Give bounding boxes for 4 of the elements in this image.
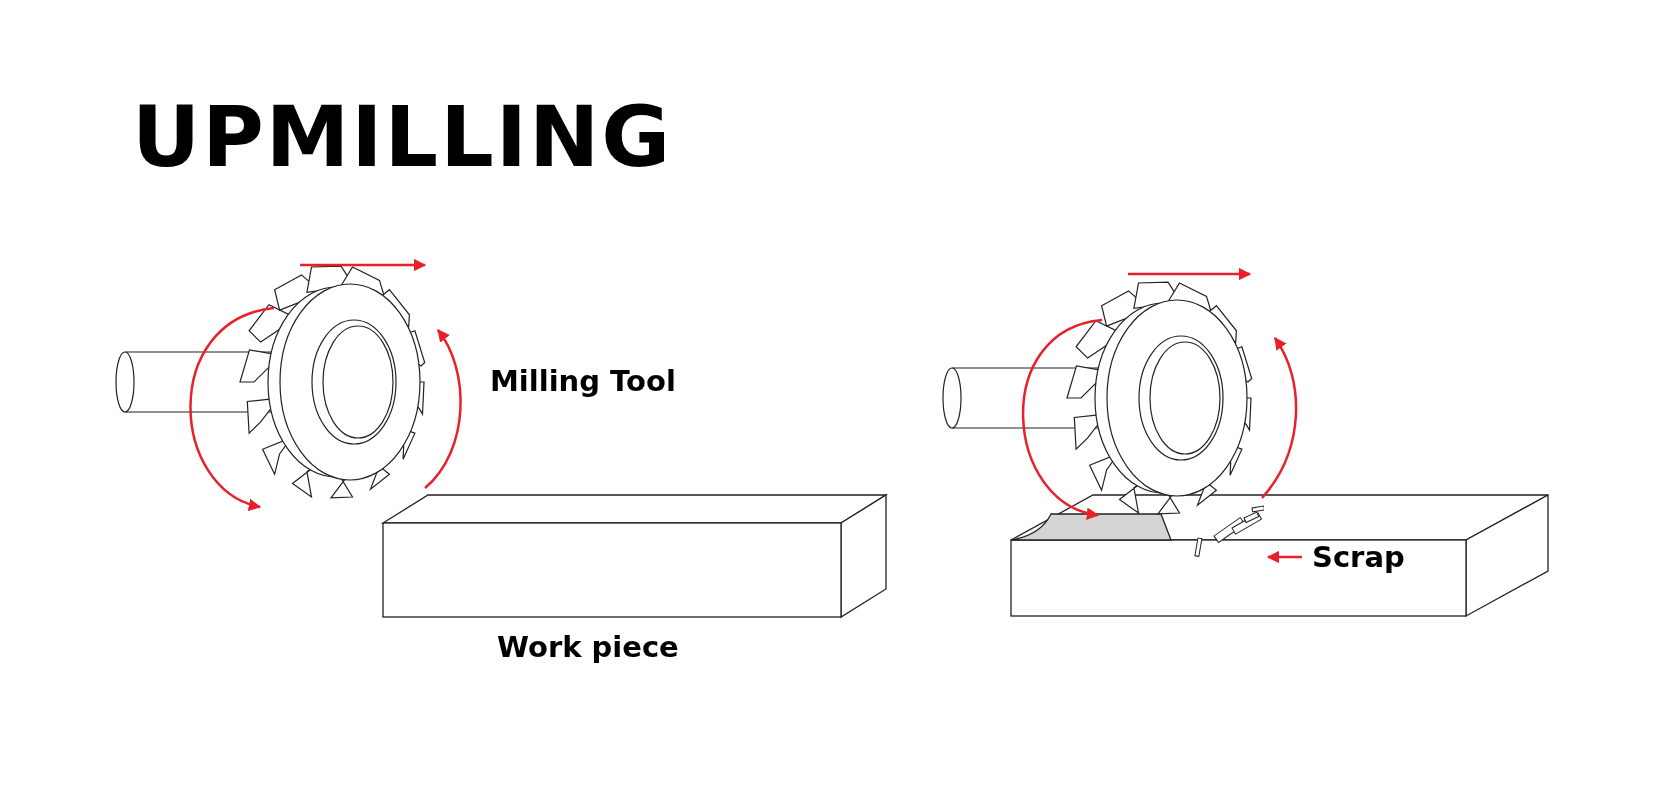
part-label: Scrap (1312, 540, 1405, 574)
part-label: Milling Tool (490, 364, 676, 398)
title: UPMILLING (132, 88, 673, 186)
part-label: Work piece (497, 630, 679, 664)
